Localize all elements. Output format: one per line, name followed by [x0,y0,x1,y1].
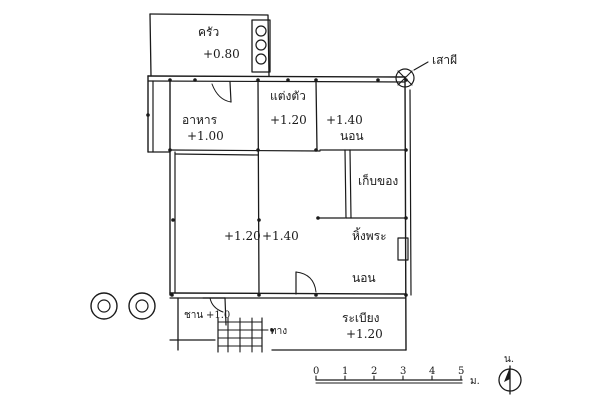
hall-level-left: +1.20 [224,229,261,243]
veranda-name: ระเบียง [342,311,380,325]
scale-tick-2: 2 [371,366,377,377]
scale-tick-1: 1 [342,366,348,377]
hall-level-right: +1.40 [262,229,299,243]
storage-name: เก็บของ [358,173,398,188]
scale-tick-0: 0 [313,366,319,377]
scale-bar [315,375,463,384]
bedroom-upper-level: +1.40 [326,113,363,127]
dining-level: +1.00 [187,129,224,143]
dressing-name: แต่งตัว [270,89,306,103]
scale-tick-4: 4 [429,366,435,377]
north-arrow-icon [498,365,522,395]
bedroom-lower-name: นอน [352,271,376,285]
posts [146,78,408,332]
scale-tick-3: 3 [400,366,406,377]
north-label: น. [504,354,514,365]
porch-name: ชาน [184,310,203,321]
dressing-level: +1.20 [270,113,307,127]
spirit-post-label: เสาผี [432,53,457,67]
scale-unit: ม. [470,376,480,387]
bedroom-upper-name: นอน [340,129,364,143]
veranda-area [169,297,407,351]
stair-steps [217,317,269,353]
veranda-level: +1.20 [346,327,383,341]
spirit-post-callout [395,61,429,88]
kitchen-name: ครัว [198,25,219,39]
kitchen-level: +0.80 [203,47,240,61]
porch-level: +1.0 [206,310,230,321]
scale-tick-5: 5 [458,366,464,377]
dining-name: อาหาร [182,113,218,127]
doors [202,81,317,313]
water-jars [90,292,156,320]
shrine-label: หิ้งพระ [352,227,387,243]
stair-label: ทาง [270,326,287,337]
kitchen-room [149,13,271,77]
